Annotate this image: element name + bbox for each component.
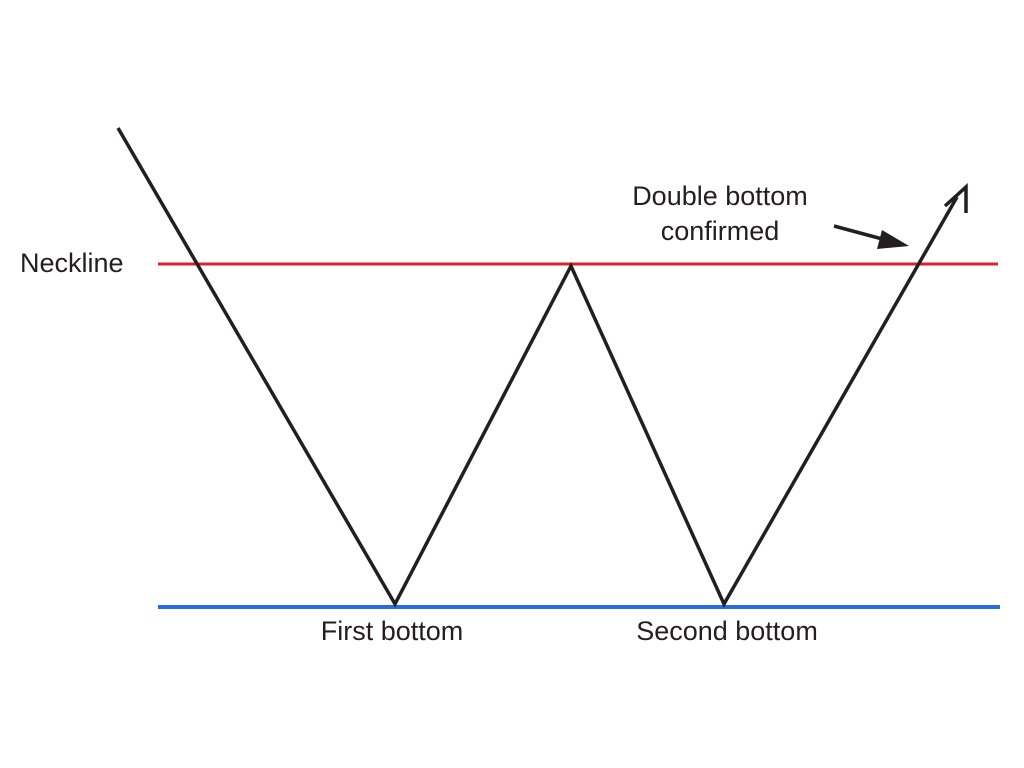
first-bottom-label: First bottom — [321, 616, 464, 646]
breakout-arrowhead-icon — [943, 183, 968, 213]
annotation-arrow-icon — [833, 224, 909, 249]
second-bottom-label: Second bottom — [636, 616, 818, 646]
annotation-arrow-head — [877, 230, 909, 249]
price-path — [116, 127, 959, 608]
confirmation-label-line2: confirmed — [661, 216, 780, 246]
annotation-arrow-shaft — [833, 224, 887, 242]
confirmation-label-line1: Double bottom — [632, 181, 808, 211]
neckline-label: Neckline — [20, 248, 124, 278]
